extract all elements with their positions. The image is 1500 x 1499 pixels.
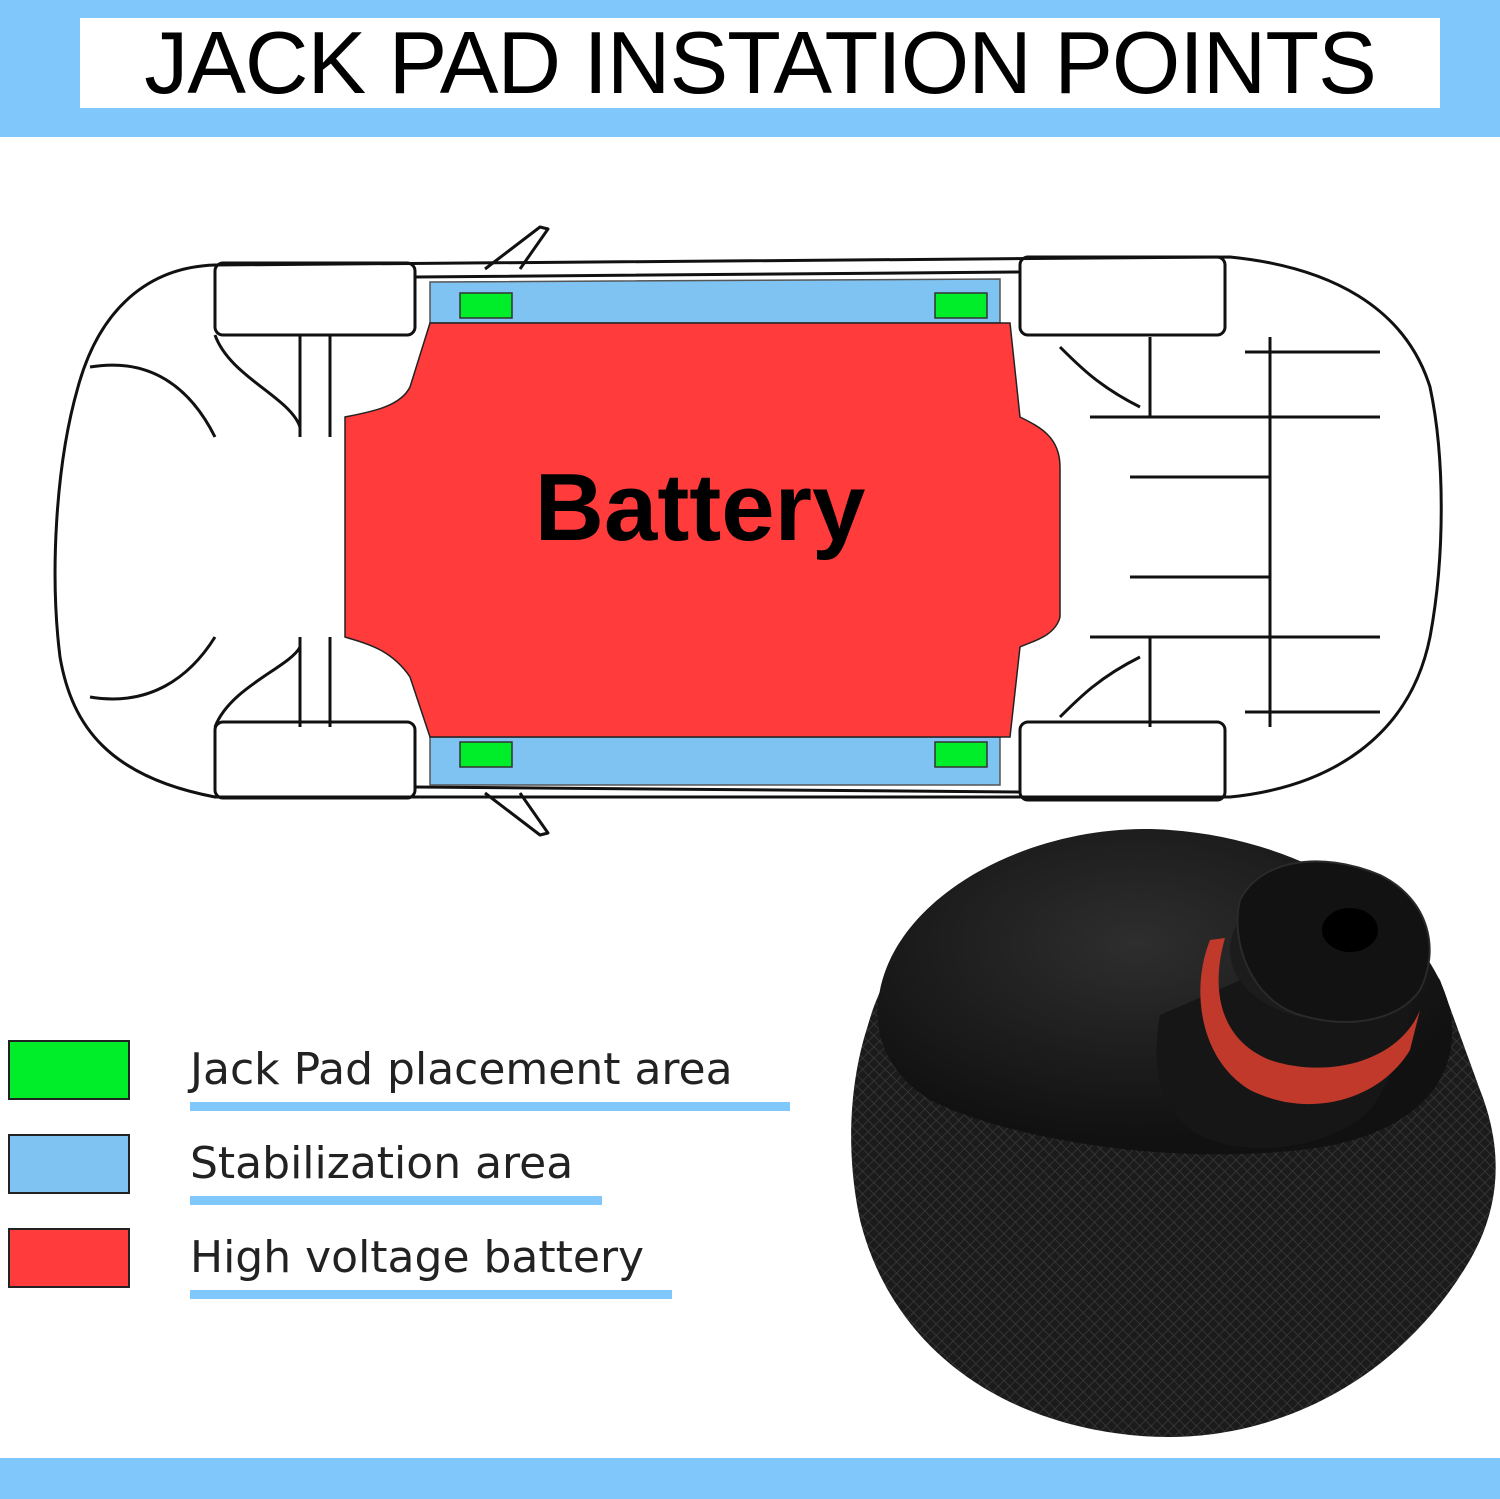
jack-pad-point-front-right	[459, 741, 513, 768]
front-axle	[298, 335, 332, 727]
battery-area	[344, 322, 1061, 738]
left-mirror	[484, 225, 550, 271]
jack-pad-point-rear-left	[934, 292, 988, 319]
legend-underline	[190, 1290, 672, 1299]
legend-underline	[190, 1196, 602, 1205]
car-underbody-diagram	[53, 225, 1443, 837]
legend-item-battery: High voltage battery	[0, 1218, 820, 1299]
rear-suspension	[1058, 345, 1141, 719]
legend-swatch-red	[8, 1228, 130, 1288]
stabilization-area-top	[429, 278, 1001, 324]
jack-pad-product-image	[851, 829, 1496, 1438]
car-body-outline	[53, 255, 1443, 799]
legend-underline	[190, 1102, 790, 1111]
legend-label: Jack Pad placement area	[190, 1044, 733, 1095]
jack-pad-cylinder	[1156, 860, 1431, 1149]
jack-pad-point-rear-right	[934, 741, 988, 768]
legend: Jack Pad placement area Stabilization ar…	[0, 1030, 820, 1310]
front-hood-line	[89, 363, 217, 701]
rear-left-wheel	[1018, 255, 1227, 337]
battery-label: Battery	[534, 454, 866, 561]
legend-item-stabilization: Stabilization area	[0, 1124, 820, 1205]
bottom-banner	[0, 1458, 1500, 1499]
legend-item-jack-pad: Jack Pad placement area	[0, 1030, 820, 1111]
legend-label: Stabilization area	[190, 1138, 574, 1189]
legend-swatch-green	[8, 1040, 130, 1100]
rear-structure	[1090, 337, 1380, 727]
front-left-wheel	[213, 261, 417, 337]
page-title: JACK PAD INSTATION POINTS	[144, 13, 1377, 112]
right-mirror	[484, 791, 550, 837]
legend-swatch-blue	[8, 1134, 130, 1194]
front-subframe	[213, 334, 302, 728]
title-box: JACK PAD INSTATION POINTS	[80, 18, 1440, 108]
front-right-wheel	[213, 720, 417, 800]
stabilization-area-bottom	[429, 736, 1001, 786]
legend-label: High voltage battery	[190, 1232, 645, 1283]
jack-pad-center-hole	[1322, 908, 1378, 952]
sill-line	[414, 270, 1021, 794]
rear-right-wheel	[1018, 720, 1227, 802]
jack-pad-point-front-left	[459, 292, 513, 319]
jack-pad-rubber-ring	[1200, 938, 1420, 1105]
